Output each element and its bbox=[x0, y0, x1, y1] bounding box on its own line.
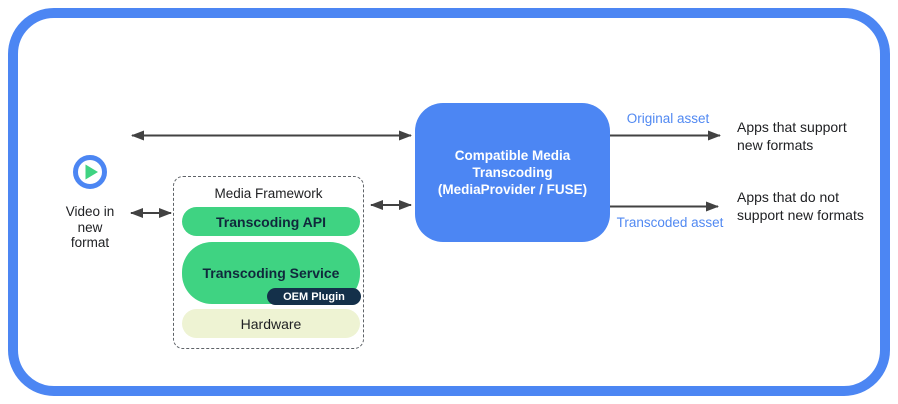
play-icon bbox=[73, 155, 107, 189]
video-source-label: Video in new format bbox=[65, 204, 115, 250]
original-asset-label: Original asset bbox=[626, 111, 710, 126]
hardware-pill: Hardware bbox=[182, 309, 360, 338]
transcoding-api-pill: Transcoding API bbox=[182, 207, 360, 236]
transcoding-service-pill: Transcoding Service OEM Plugin bbox=[182, 242, 361, 305]
media-framework-title: Media Framework bbox=[214, 186, 323, 201]
transcoded-asset-label: Transcoded asset bbox=[616, 215, 724, 230]
diagram-border bbox=[8, 8, 890, 396]
transcoding-service-label: Transcoding Service bbox=[202, 265, 340, 281]
hardware-label: Hardware bbox=[240, 315, 302, 332]
compatible-media-transcoding-box: Compatible Media Transcoding (MediaProvi… bbox=[415, 103, 610, 242]
oem-plugin-label: OEM Plugin bbox=[283, 290, 345, 303]
oem-plugin-pill: OEM Plugin bbox=[267, 288, 361, 305]
apps-support-new-formats-label: Apps that support new formats bbox=[737, 119, 847, 153]
media-framework-box: Media Framework Transcoding API Transcod… bbox=[173, 176, 364, 349]
transcoding-api-label: Transcoding API bbox=[216, 213, 326, 230]
apps-do-not-support-new-formats-label: Apps that do not support new formats bbox=[737, 189, 864, 223]
